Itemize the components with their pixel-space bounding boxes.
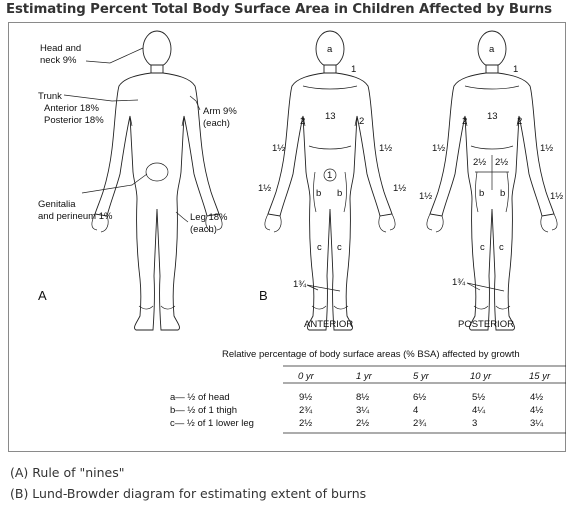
anterior-label: ANTERIOR — [304, 319, 353, 330]
row-label-c: c— ½ of 1 lower leg — [170, 418, 254, 429]
ant-arm-left-2: 2 — [300, 116, 305, 127]
cell-a-10yr: 5½ — [472, 392, 485, 403]
figure-a-body — [92, 31, 222, 330]
post-hand-right: 1½ — [550, 191, 563, 202]
cell-a-1yr: 8½ — [356, 392, 369, 403]
row-label-b: b— ½ of 1 thigh — [170, 405, 237, 416]
post-head-a: a — [489, 44, 495, 55]
post-forearm-left: 1½ — [432, 143, 445, 154]
post-leg-right-c: c — [499, 242, 504, 253]
label-trunk-line1: Trunk — [38, 91, 62, 102]
post-hand-left: 1½ — [419, 191, 432, 202]
cell-a-0yr: 9½ — [299, 392, 312, 403]
ant-genital-1: 1 — [327, 170, 332, 181]
label-genitalia-line2: and perineum 1% — [38, 211, 113, 222]
ant-thigh-left-b: b — [316, 188, 321, 199]
ant-hand-left: 1½ — [258, 183, 271, 194]
ant-neck-1: 1 — [351, 64, 356, 75]
post-trunk-13: 13 — [487, 111, 498, 122]
post-buttock-right: 2½ — [495, 157, 508, 168]
label-genitalia-line1: Genitalia — [38, 199, 76, 210]
cell-c-15yr: 3¼ — [530, 418, 544, 429]
ant-leg-left-c: c — [317, 242, 322, 253]
col-header-15yr: 15 yr — [529, 371, 551, 382]
label-trunk-line3: Posterior 18% — [44, 115, 104, 126]
figure-b-posterior-body — [427, 31, 557, 330]
ant-forearm-right: 1½ — [379, 143, 392, 154]
label-trunk-line2: Anterior 18% — [44, 103, 99, 114]
caption-lund-browder: (B) Lund-Browder diagram for estimating … — [10, 486, 366, 501]
cell-b-10yr: 4¼ — [472, 405, 486, 416]
cell-b-1yr: 3¼ — [356, 405, 370, 416]
post-arm-right-2: 2 — [517, 116, 522, 127]
cell-c-10yr: 3 — [472, 418, 477, 429]
cell-b-5yr: 4 — [413, 405, 418, 416]
ant-foot: 1¾ — [293, 279, 307, 290]
post-thigh-left-b: b — [479, 188, 484, 199]
cell-b-0yr: 2¾ — [299, 405, 313, 416]
label-head-line2: neck 9% — [40, 55, 77, 66]
label-leg-line1: Leg 18% — [190, 212, 228, 223]
post-foot: 1¾ — [452, 277, 466, 288]
cell-a-15yr: 4½ — [530, 392, 543, 403]
cell-c-1yr: 2½ — [356, 418, 369, 429]
post-buttock-left: 2½ — [473, 157, 486, 168]
posterior-label: POSTERIOR — [458, 319, 514, 330]
bsa-table: Relative percentage of body surface area… — [170, 349, 566, 433]
ant-leg-right-c: c — [337, 242, 342, 253]
ant-hand-right: 1½ — [393, 183, 406, 194]
post-leg-left-c: c — [480, 242, 485, 253]
ant-forearm-left: 1½ — [272, 143, 285, 154]
cell-a-5yr: 6½ — [413, 392, 426, 403]
ant-trunk-13: 13 — [325, 111, 336, 122]
col-header-1yr: 1 yr — [356, 371, 373, 382]
col-header-5yr: 5 yr — [413, 371, 430, 382]
label-arm-line2: (each) — [203, 118, 230, 129]
post-thigh-right-b: b — [500, 188, 505, 199]
col-header-10yr: 10 yr — [470, 371, 492, 382]
cell-c-0yr: 2½ — [299, 418, 312, 429]
col-header-0yr: 0 yr — [298, 371, 315, 382]
cell-c-5yr: 2¾ — [413, 418, 427, 429]
label-head-line1: Head and — [40, 43, 81, 54]
panel-a-letter: A — [38, 288, 47, 303]
cell-b-15yr: 4½ — [530, 405, 543, 416]
table-caption: Relative percentage of body surface area… — [222, 349, 520, 360]
caption-rule-of-nines: (A) Rule of "nines" — [10, 465, 125, 480]
label-leg-line2: (each) — [190, 224, 217, 235]
panel-b-letter: B — [259, 288, 268, 303]
post-forearm-right: 1½ — [540, 143, 553, 154]
ant-head-a: a — [327, 44, 333, 55]
ant-arm-right-2: 2 — [359, 116, 364, 127]
post-neck-1: 1 — [513, 64, 518, 75]
post-arm-left-2: 2 — [462, 116, 467, 127]
ant-thigh-right-b: b — [337, 188, 342, 199]
row-label-a: a— ½ of head — [170, 392, 230, 403]
label-arm-line1: Arm 9% — [203, 106, 237, 117]
